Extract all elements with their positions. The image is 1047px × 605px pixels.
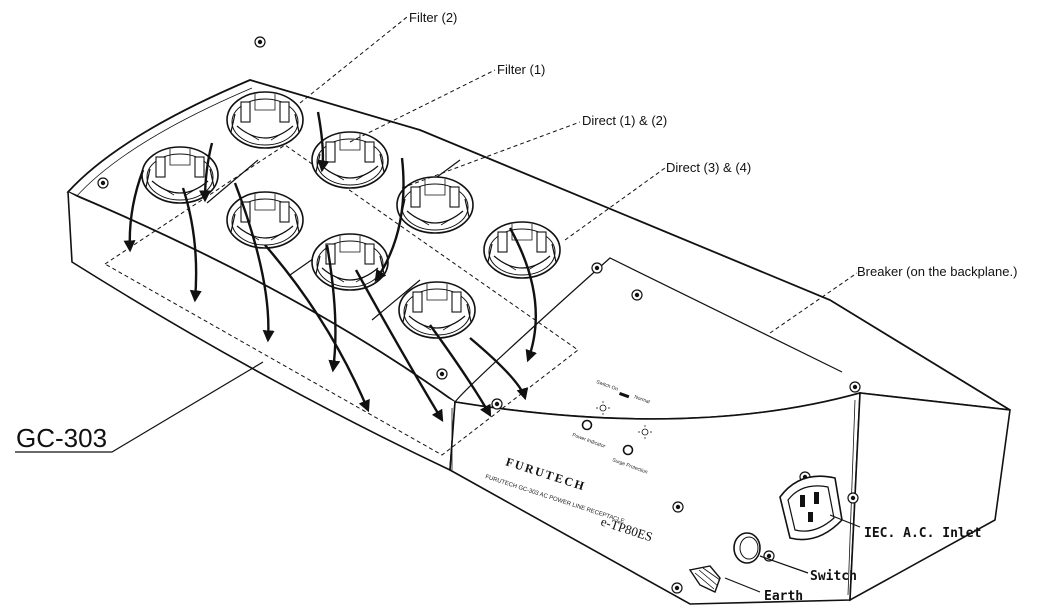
- label-earth: Earth: [764, 589, 803, 604]
- earth-terminal: [688, 565, 721, 593]
- normal-text: Normal: [633, 394, 650, 405]
- leader-lines: [15, 16, 861, 593]
- label-iec-inlet: IEC. A.C. Inlet: [864, 526, 981, 541]
- power-indicator-led: [581, 419, 593, 431]
- filter-boundary: [104, 144, 579, 456]
- receptacle-direct34-b: [398, 281, 476, 339]
- label-model: GC-303: [16, 423, 107, 453]
- receptacle-direct12-a: [396, 176, 474, 234]
- label-direct-1-2: Direct (1) & (2): [582, 113, 667, 128]
- indicator-light-icon: [596, 401, 610, 415]
- receptacle-filter2-a: [226, 91, 304, 149]
- label-filter-1: Filter (1): [497, 62, 545, 77]
- flow-arrows: [123, 111, 537, 423]
- label-breaker: Breaker (on the backplane.): [857, 264, 1017, 279]
- label-direct-3-4: Direct (3) & (4): [666, 160, 751, 175]
- surge-indicator-led: [622, 444, 634, 456]
- iec-inlet: [779, 475, 843, 541]
- surge-light-icon: [638, 425, 652, 439]
- receptacle-filter1-b: [226, 191, 304, 249]
- receptacle-direct12-b: [311, 233, 389, 291]
- label-filter-2: Filter (2): [409, 10, 457, 25]
- label-switch: Switch: [810, 569, 857, 584]
- power-switch: [733, 532, 761, 564]
